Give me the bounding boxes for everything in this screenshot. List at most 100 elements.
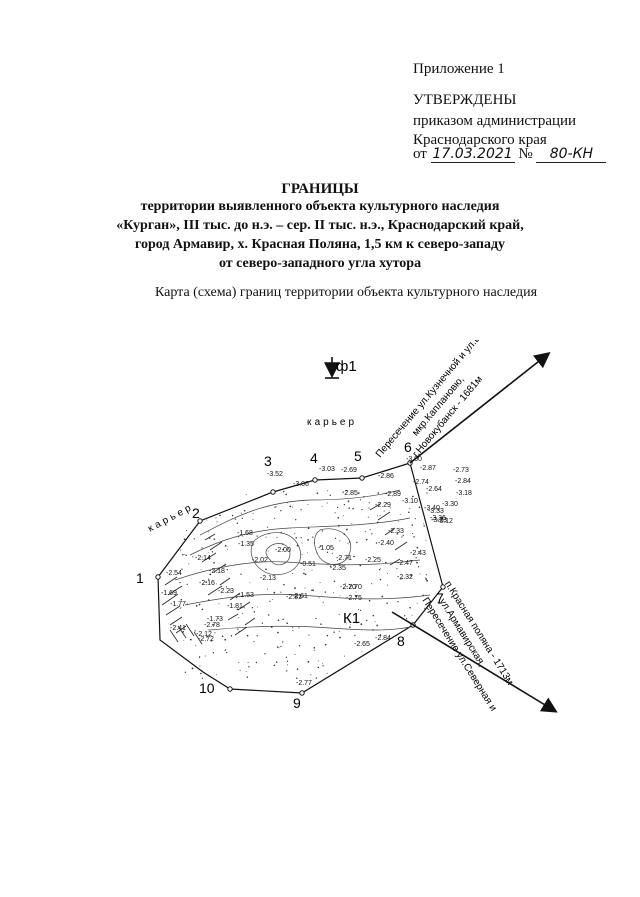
- elevation-label: -0.51: [300, 561, 316, 568]
- map-subtitle: Карта (схема) границ территории объекта …: [154, 285, 538, 300]
- elevation-label: -2.89: [385, 491, 401, 498]
- elevation-label: -2.54: [166, 570, 182, 577]
- elevation-label: -2.41: [170, 625, 186, 632]
- elevation-label: -2.00: [275, 547, 291, 554]
- elevation-label: -1.77: [170, 601, 186, 608]
- vertex-point-4: [312, 477, 318, 483]
- date-prefix: от: [413, 146, 427, 162]
- elevation-label: -1.81: [227, 603, 243, 610]
- approval-line-1: приказом администрации: [413, 113, 577, 129]
- elevation-label: -3.52: [267, 471, 283, 478]
- vertex-point-2: [197, 518, 203, 524]
- mound-stipple: [179, 489, 428, 679]
- elevation-label: -3.12: [437, 518, 453, 525]
- contour-lines: [174, 489, 431, 631]
- elevation-label: -3.06: [293, 481, 309, 488]
- title-line-1: территории выявленного объекта культурно…: [140, 199, 500, 214]
- elevation-label: -2.32: [397, 574, 413, 581]
- elevation-label: -1.69: [161, 590, 177, 597]
- northeast-arrow: [409, 352, 551, 464]
- elevation-label: -2.75: [346, 595, 362, 602]
- approval-heading: УТВЕРЖДЕНЫ: [413, 92, 517, 108]
- vertex-label-8: 8: [397, 633, 405, 649]
- elevation-label: -2.84: [455, 478, 471, 485]
- vertex-label-5: 5: [354, 448, 362, 464]
- northeast-direction-text: Пересечение ул.Кузнечной и ул.Весенней м…: [374, 340, 508, 460]
- vertex-point-3: [270, 489, 276, 495]
- elevation-label: -3.36: [430, 515, 446, 522]
- terrain-hatching: [161, 503, 408, 645]
- elevation-label: -2.73: [453, 467, 469, 474]
- elevation-label: -2.69: [341, 467, 357, 474]
- elevation-label: -2.29: [375, 502, 391, 509]
- appendix-label: Приложение 1: [413, 61, 505, 77]
- vertex-label-7: 7: [436, 590, 444, 606]
- elevation-label: -2.43: [410, 550, 426, 557]
- elevation-label: -2.35: [330, 565, 346, 572]
- elevation-label: -2.33: [388, 528, 404, 535]
- elevation-label: -2.61: [292, 593, 308, 600]
- elevation-label: -2.70: [346, 584, 362, 591]
- vertex-label-4: 4: [310, 450, 318, 466]
- elevation-label: -2.23: [218, 588, 234, 595]
- elevation-label: -3.40: [424, 505, 440, 512]
- vertex-label-2: 2: [192, 505, 200, 521]
- vertex-point-10: [227, 686, 233, 692]
- elevation-label: -3.30: [442, 501, 458, 508]
- elevation-label: -3.18: [456, 490, 472, 497]
- benchmark-label: ф1: [336, 358, 357, 375]
- elevation-label: -2.87: [420, 465, 436, 472]
- elevation-label: -2.64: [426, 486, 442, 493]
- vertex-labels: 1 2 3 4 5 6 7 8 9 10: [136, 439, 444, 711]
- elevation-label: -2.86: [378, 473, 394, 480]
- vertex-label-1: 1: [136, 570, 144, 586]
- title-line-2: «Курган», III тыс. до н.э. – сер. II тыс…: [116, 218, 524, 233]
- elevation-label: -2.81: [286, 594, 302, 601]
- handwritten-date: 17.03.2021: [430, 146, 515, 163]
- elevation-labels: -3.00-2.87-2.73-2.84-3.18-3.52-3.06-3.03…: [161, 456, 472, 687]
- elevation-label: -2.13: [260, 575, 276, 582]
- handwritten-number: 80-КН: [536, 146, 607, 163]
- elevation-label: -2.65: [354, 641, 370, 648]
- elevation-label: -2.02: [252, 557, 268, 564]
- vertex-point-5: [359, 475, 365, 481]
- number-prefix: №: [518, 146, 533, 162]
- elevation-label: -2.72: [198, 636, 214, 643]
- elevation-label: -2.85: [342, 490, 358, 497]
- title-line-4: от северо-западного угла хутора: [218, 256, 422, 271]
- vertex-point-1: [155, 574, 161, 580]
- object-label: К1: [343, 610, 360, 627]
- elevation-label: -2.84: [375, 635, 391, 642]
- elevation-label: -2.25: [365, 557, 381, 564]
- elevation-label: -1.68: [237, 530, 253, 537]
- elevation-label: -3.03: [319, 466, 335, 473]
- elevation-label: -3.23: [431, 517, 447, 524]
- elevation-label: -2.16: [199, 580, 215, 587]
- elevation-label: -2.18: [209, 568, 225, 575]
- elevation-label: -3.10: [402, 498, 418, 505]
- elevation-label: -1.73: [207, 616, 223, 623]
- vertex-label-3: 3: [264, 453, 272, 469]
- quarry-label-left: карьер: [146, 501, 195, 534]
- approval-date-line: от 17.03.2021 № 80-КН: [413, 146, 607, 163]
- elevation-label: -2.47: [397, 560, 413, 567]
- elevation-label: -2.12: [196, 631, 212, 638]
- elevation-label: -3.33: [428, 508, 444, 515]
- elevation-label: -2.78: [204, 622, 220, 629]
- elevation-label: -2.71: [336, 555, 352, 562]
- elevation-label: -1.05: [318, 545, 334, 552]
- elevation-label: -1.53: [238, 592, 254, 599]
- vertex-label-10: 10: [199, 680, 215, 696]
- elevation-label: -2.70: [340, 584, 356, 591]
- elevation-label: -2.77: [296, 680, 312, 687]
- vertex-point-9: [299, 690, 305, 696]
- quarry-label-top: карьер: [307, 417, 357, 428]
- elevation-label: -2.14: [195, 555, 211, 562]
- title-line-3: город Армавир, х. Красная Поляна, 1,5 км…: [134, 237, 506, 252]
- vertex-label-6: 6: [404, 439, 412, 455]
- vertex-label-9: 9: [293, 695, 301, 711]
- approval-line-2: Краснодарского края: [413, 132, 547, 148]
- vertex-point-7: [440, 584, 446, 590]
